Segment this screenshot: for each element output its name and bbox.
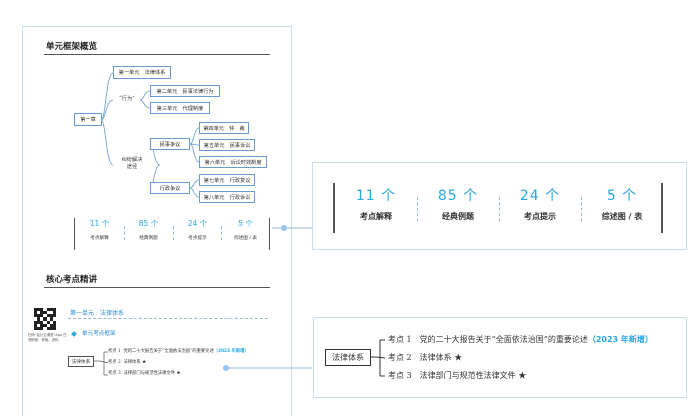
- mini-law-item-3: 考点 3 法律部门与规范性法律文件 ★: [108, 370, 181, 376]
- framework-title: 单元框架概览: [46, 42, 98, 52]
- law-item-3: 考点 3 法律部门与规范性法律文件 ★: [388, 370, 526, 381]
- mini-law-item-2-kd: 考点 2: [108, 360, 121, 365]
- law-item-1-kd: 考点 1: [388, 335, 412, 344]
- stat-small-2: 85 个 经典例题: [124, 218, 173, 243]
- law-system-label: 法律体系: [325, 349, 371, 366]
- stat-large-4-number: 5 个: [606, 188, 638, 204]
- stat-small-3-label: 考点提示: [188, 236, 207, 241]
- node-civil-dispute: 民事争议: [150, 138, 190, 150]
- law-bracket-lines: [371, 339, 386, 377]
- unit-subtitle: 单元考点框架: [82, 331, 116, 337]
- divider: [581, 197, 582, 221]
- mini-law-item-1: 考点 1 党的二十大报告关于“全面依法治国”的重要论述（2023 年新增）: [108, 348, 249, 354]
- mini-law-item-2: 考点 2 法律体系 ★: [108, 359, 146, 365]
- stat-large-2-label: 经典例题: [442, 212, 474, 221]
- stat-small-1-label: 考点解释: [90, 236, 109, 241]
- node-unit-5: 第五单元 民事诉讼: [199, 139, 255, 151]
- law-item-2-text: 法律体系: [419, 353, 452, 362]
- mini-law-item-3-text: 法律部门与规范性法律文件: [123, 371, 175, 376]
- divider: [124, 226, 125, 240]
- node-admin-dispute: 行政争议: [150, 182, 190, 194]
- stat-small-4-label: 综述图 / 表: [234, 236, 257, 241]
- stats-callout-panel: 11 个 考点解释 85 个 经典例题 24 个 考点提示 5 个 综述图 / …: [312, 162, 687, 250]
- node-unit-7: 第七单元 行政复议: [199, 174, 255, 186]
- framework-title-rule: [44, 54, 270, 55]
- star-icon: ★: [176, 371, 181, 376]
- stat-small-4-number: 5 个: [238, 219, 253, 228]
- stat-large-4: 5 个 综述图 / 表: [581, 187, 663, 223]
- stat-large-1-number: 11 个: [355, 188, 397, 204]
- stats-strip-small: 11 个 考点解释 85 个 经典例题 24 个 考点提示 5 个 综述图 / …: [74, 218, 270, 250]
- root-node: 第一章: [74, 113, 102, 126]
- law-item-1: 考点 1 党的二十大报告关于“全面依法治国”的重要论述（2023 年新增）: [388, 334, 653, 345]
- stat-large-1-label: 考点解释: [360, 212, 392, 221]
- node-unit-8: 第八单元 行政诉讼: [199, 191, 255, 203]
- qr-caption: 扫码“会计云课堂”App 白领职家，获取、资料: [28, 333, 67, 342]
- stat-large-3-label: 考点提示: [524, 212, 556, 221]
- mini-law-item-1-text: 党的二十大报告关于“全面依法治国”的重要论述: [123, 349, 214, 354]
- stat-small-2-number: 85 个: [138, 219, 159, 228]
- node-unit-1: 第一单元 法律体系: [113, 66, 171, 79]
- stat-small-2-label: 经典例题: [139, 236, 158, 241]
- node-unit-6: 第六单元 诉讼时效制度: [199, 156, 267, 168]
- star-icon: ★: [142, 360, 147, 365]
- stat-small-1-number: 11 个: [89, 219, 110, 228]
- stat-large-1: 11 个 考点解释: [335, 187, 417, 223]
- mini-law-item-3-kd: 考点 3: [108, 371, 121, 376]
- law-callout-panel: 法律体系 考点 1 党的二十大报告关于“全面依法治国”的重要论述（2023 年新增…: [313, 317, 687, 398]
- unit-title: 第一单元 法律体系: [70, 310, 125, 317]
- stat-large-2-number: 85 个: [437, 188, 479, 204]
- core-title-rule: [44, 287, 270, 288]
- divider: [221, 226, 222, 240]
- stat-large-2: 85 个 经典例题: [417, 187, 499, 223]
- stat-small-4: 5 个 综述图 / 表: [221, 218, 270, 243]
- law-item-3-text: 法律部门与规范性法律文件: [419, 371, 516, 380]
- divider: [499, 197, 500, 221]
- divider: [417, 197, 418, 221]
- star-icon: ★: [454, 353, 463, 362]
- stat-small-1: 11 个 考点解释: [75, 218, 124, 243]
- law-item-2-kd: 考点 2: [388, 353, 412, 362]
- node-dispute-resolution: 纠纷解决 途径: [112, 157, 152, 171]
- node-unit-3: 第三单元 代理制度: [150, 102, 210, 114]
- law-item-3-kd: 考点 3: [388, 371, 412, 380]
- mini-law-item-1-kd: 考点 1: [108, 349, 121, 354]
- stat-large-3-number: 24 个: [519, 188, 561, 204]
- unit-title-rule: [68, 318, 268, 319]
- stat-small-3: 24 个 考点提示: [173, 218, 222, 243]
- core-title: 核心考点精讲: [46, 275, 98, 285]
- star-icon: ★: [518, 371, 527, 380]
- node-dispute-resolution-line2: 途径: [126, 164, 138, 170]
- stat-large-3: 24 个 考点提示: [499, 187, 581, 223]
- mini-law-item-1-tag: （2023 年新增）: [213, 349, 249, 354]
- law-item-1-text: 党的二十大报告关于“全面依法治国”的重要论述: [419, 335, 588, 344]
- stats-strip-large: 11 个 考点解释 85 个 经典例题 24 个 考点提示 5 个 综述图 / …: [333, 183, 663, 233]
- node-unit-4: 第四单元 仲 裁: [199, 122, 249, 134]
- mini-law-item-2-text: 法律体系: [123, 360, 141, 365]
- node-dispute-resolution-line1: 纠纷解决: [121, 157, 143, 163]
- law-item-1-tag: （2023 年新增）: [587, 335, 653, 344]
- law-item-2: 考点 2 法律体系 ★: [388, 352, 462, 363]
- qr-code-icon[interactable]: [34, 308, 56, 330]
- stat-large-4-label: 综述图 / 表: [601, 212, 643, 221]
- mini-law-label: 法律体系: [68, 356, 94, 367]
- node-unit-2: 第二单元 民事法律行为: [150, 85, 220, 97]
- stat-small-3-number: 24 个: [187, 219, 208, 228]
- node-act: “行为”: [119, 96, 135, 102]
- divider: [173, 226, 174, 240]
